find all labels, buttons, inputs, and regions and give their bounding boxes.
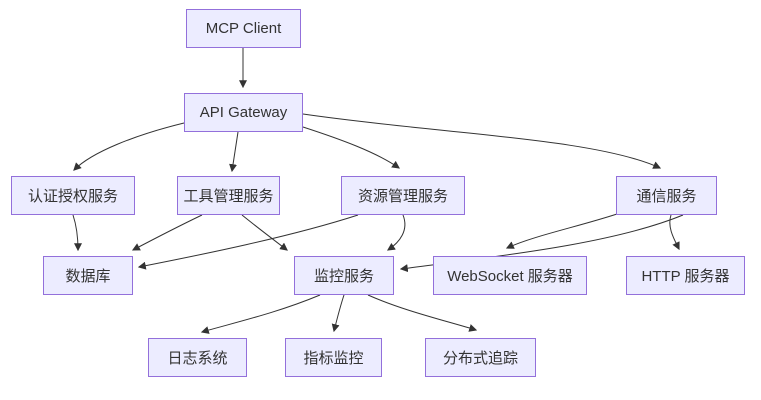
node-label: 通信服务 xyxy=(636,188,697,205)
edge-auth-to-db xyxy=(72,214,82,252)
node-label: 分布式追踪 xyxy=(442,350,518,367)
node-log-system: 日志系统 xyxy=(148,338,247,377)
node-websocket-server: WebSocket 服务器 xyxy=(433,256,587,295)
edge-api-gateway-to-tool xyxy=(229,131,239,173)
node-label: 认证授权服务 xyxy=(27,188,118,205)
edge-comm-to-http xyxy=(669,214,680,251)
edge-api-gateway-to-auth xyxy=(73,122,185,171)
node-api-gateway: API Gateway xyxy=(184,93,303,132)
node-auth-service: 认证授权服务 xyxy=(11,176,135,215)
node-label: 日志系统 xyxy=(167,350,228,367)
node-resource-service: 资源管理服务 xyxy=(341,176,465,215)
edge-api-gateway-to-resource xyxy=(302,126,400,169)
node-label: 资源管理服务 xyxy=(357,188,448,205)
edge-monitor-to-log xyxy=(200,294,321,334)
node-label: API Gateway xyxy=(199,104,288,121)
node-metrics-monitor: 指标监控 xyxy=(285,338,382,377)
edge-tool-to-db xyxy=(131,214,203,251)
node-label: WebSocket 服务器 xyxy=(447,268,573,285)
edge-monitor-to-metrics xyxy=(331,294,345,333)
edge-monitor-to-trace xyxy=(367,294,478,332)
node-distributed-tracing: 分布式追踪 xyxy=(425,338,536,377)
edge-resource-to-db xyxy=(137,214,359,270)
node-label: 数据库 xyxy=(65,268,111,285)
node-http-server: HTTP 服务器 xyxy=(626,256,745,295)
node-monitor-service: 监控服务 xyxy=(294,256,394,295)
edge-comm-to-websocket xyxy=(505,213,618,249)
node-label: MCP Client xyxy=(205,20,282,37)
node-comm-service: 通信服务 xyxy=(616,176,717,215)
node-database: 数据库 xyxy=(43,256,133,295)
node-label: 指标监控 xyxy=(303,350,364,367)
edge-tool-to-monitor xyxy=(241,214,288,251)
node-label: HTTP 服务器 xyxy=(641,268,730,285)
node-mcp-client: MCP Client xyxy=(186,9,301,48)
node-tool-service: 工具管理服务 xyxy=(177,176,280,215)
edge-api-gateway-to-comm xyxy=(302,113,662,169)
node-label: 监控服务 xyxy=(313,268,374,285)
edge-resource-to-monitor xyxy=(387,214,406,251)
node-label: 工具管理服务 xyxy=(183,188,274,205)
